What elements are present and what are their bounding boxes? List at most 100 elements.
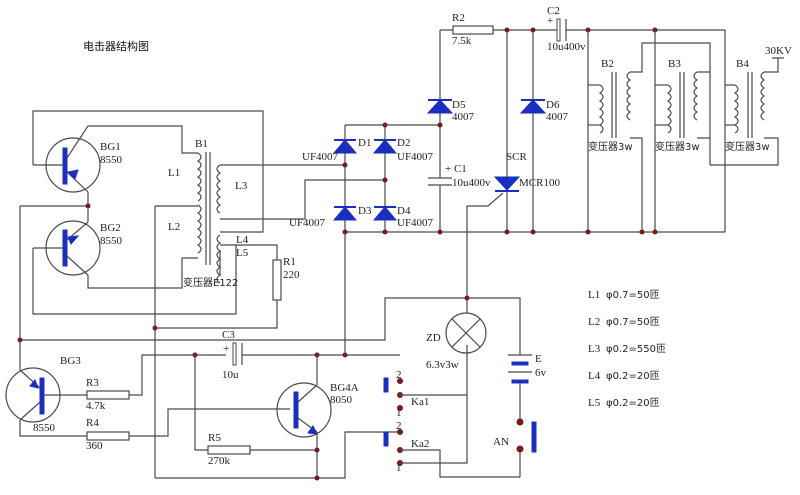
- svg-text:R2: R2: [452, 12, 465, 24]
- svg-text:Ka2: Ka2: [411, 438, 429, 450]
- svg-text:7.5k: 7.5k: [452, 35, 472, 47]
- legend-spec: φ0.2=550匝: [606, 343, 666, 355]
- thyristor-scr: SCR MCR100: [466, 151, 560, 298]
- svg-text:D5: D5: [452, 99, 466, 111]
- svg-text:变压器3w: 变压器3w: [655, 140, 700, 153]
- svg-text:D2: D2: [397, 137, 410, 149]
- svg-text:变压器3w: 变压器3w: [588, 140, 633, 153]
- svg-text:L1: L1: [168, 167, 180, 179]
- legend-coil: L4: [588, 370, 601, 382]
- svg-text:L2: L2: [168, 221, 180, 233]
- svg-text:Ka1: Ka1: [411, 396, 429, 408]
- svg-text:1: 1: [396, 462, 402, 474]
- svg-text:BG3: BG3: [60, 355, 81, 367]
- battery-e: E 6v: [508, 353, 547, 420]
- svg-text:10u400v: 10u400v: [452, 177, 491, 189]
- svg-text:D4: D4: [397, 205, 411, 217]
- legend-coil: L5: [588, 397, 601, 409]
- legend-spec: φ0.7=50匝: [606, 289, 660, 301]
- resistor-r3: R3 4.7k: [86, 354, 226, 412]
- svg-text:L5: L5: [236, 247, 249, 259]
- transistor-bg1: BG1 8550: [45, 125, 123, 193]
- transistor-bg4a: BG4A 8050: [276, 355, 359, 478]
- resistor-r5: R5 270k: [194, 355, 317, 467]
- legend-spec: φ0.2=20匝: [606, 370, 660, 382]
- diode-d6: D6 4007: [519, 99, 569, 123]
- svg-text:R1: R1: [283, 256, 296, 268]
- resistor-r1: R1 220: [155, 256, 300, 329]
- svg-text:R4: R4: [86, 417, 99, 429]
- svg-text:8050: 8050: [330, 394, 353, 406]
- svg-text:BG2: BG2: [100, 222, 121, 234]
- svg-text:8550: 8550: [100, 154, 123, 166]
- svg-text:B2: B2: [601, 58, 614, 70]
- svg-text:+: +: [223, 343, 229, 355]
- svg-text:4007: 4007: [452, 111, 475, 123]
- transformer-b1: B1 L1 L2 L3 L4 L5 变压器E122: [168, 138, 249, 289]
- svg-text:ZD: ZD: [426, 332, 441, 344]
- svg-text:2: 2: [396, 420, 402, 432]
- svg-text:8550: 8550: [100, 235, 123, 247]
- diode-d1: [332, 139, 358, 154]
- svg-text:UF4007: UF4007: [397, 217, 434, 229]
- transistor-bg2: BG2 8550: [45, 220, 123, 276]
- diode-d2: [372, 139, 398, 154]
- svg-text:270k: 270k: [208, 455, 231, 467]
- svg-text:D3: D3: [358, 205, 372, 217]
- svg-text:1: 1: [396, 407, 402, 419]
- svg-text:+: +: [547, 15, 553, 27]
- svg-text:AN: AN: [493, 436, 509, 448]
- legend-coil: L1: [588, 289, 600, 301]
- svg-text:UF4007: UF4007: [302, 151, 339, 163]
- svg-text:BG1: BG1: [100, 141, 121, 153]
- svg-text:8550: 8550: [33, 422, 56, 434]
- legend-spec: φ0.2=20匝: [606, 397, 660, 409]
- diode-d5: D5 4007: [426, 99, 475, 123]
- svg-text:UF4007: UF4007: [289, 217, 326, 229]
- relay-contacts: 2 1 2 1 Ka1 Ka2: [383, 345, 520, 478]
- capacitor-c3: C3 + 10u: [222, 329, 400, 381]
- svg-text:R5: R5: [208, 432, 221, 444]
- resistor-r2: R2 7.5k: [452, 12, 494, 47]
- diode-d3: [332, 206, 358, 221]
- svg-text:+ C1: + C1: [445, 163, 467, 175]
- svg-text:B1: B1: [195, 138, 208, 150]
- svg-text:10u400v: 10u400v: [547, 41, 586, 53]
- svg-text:4007: 4007: [546, 111, 569, 123]
- capacitor-c2: C2 + 10u400v: [547, 5, 586, 53]
- svg-text:B4: B4: [736, 58, 749, 70]
- svg-text:变压器E122: 变压器E122: [183, 276, 238, 289]
- diode-d4: [372, 206, 398, 221]
- push-button-an[interactable]: AN: [493, 418, 537, 478]
- svg-text:BG4A: BG4A: [330, 382, 359, 394]
- svg-text:E: E: [535, 353, 542, 365]
- svg-text:R3: R3: [86, 377, 99, 389]
- legend-coil: L2: [588, 316, 600, 328]
- svg-text:UF4007: UF4007: [397, 151, 434, 163]
- svg-text:B3: B3: [668, 58, 681, 70]
- lamp-zd: ZD 6.3v3w: [426, 295, 521, 371]
- svg-text:MCR100: MCR100: [519, 177, 560, 189]
- svg-text:L4: L4: [236, 234, 249, 246]
- svg-text:30KV: 30KV: [765, 45, 792, 57]
- svg-text:D1: D1: [358, 137, 371, 149]
- svg-text:10u: 10u: [222, 369, 239, 381]
- svg-text:SCR: SCR: [506, 151, 527, 163]
- svg-text:4.7k: 4.7k: [86, 400, 106, 412]
- svg-text:L3: L3: [235, 180, 248, 192]
- legend-coil: L3: [588, 343, 601, 355]
- svg-text:360: 360: [86, 440, 103, 452]
- svg-text:6.3v3w: 6.3v3w: [426, 359, 459, 371]
- svg-text:2: 2: [396, 369, 402, 381]
- transformer-b3: B3 变压器3w: [655, 58, 710, 153]
- svg-text:C2: C2: [547, 5, 560, 17]
- resistor-r4: R4 360: [86, 408, 290, 452]
- diode-bridge: D1 D2 D3 D4 UF4007 UF4007 UF4007 UF4007: [289, 122, 725, 235]
- transformer-b2: B2 变压器3w: [588, 42, 711, 232]
- transformer-b4: B4 30KV 变压器3w: [710, 45, 792, 166]
- svg-text:6v: 6v: [535, 367, 547, 379]
- diagram-title: 电击器结构图: [83, 39, 149, 53]
